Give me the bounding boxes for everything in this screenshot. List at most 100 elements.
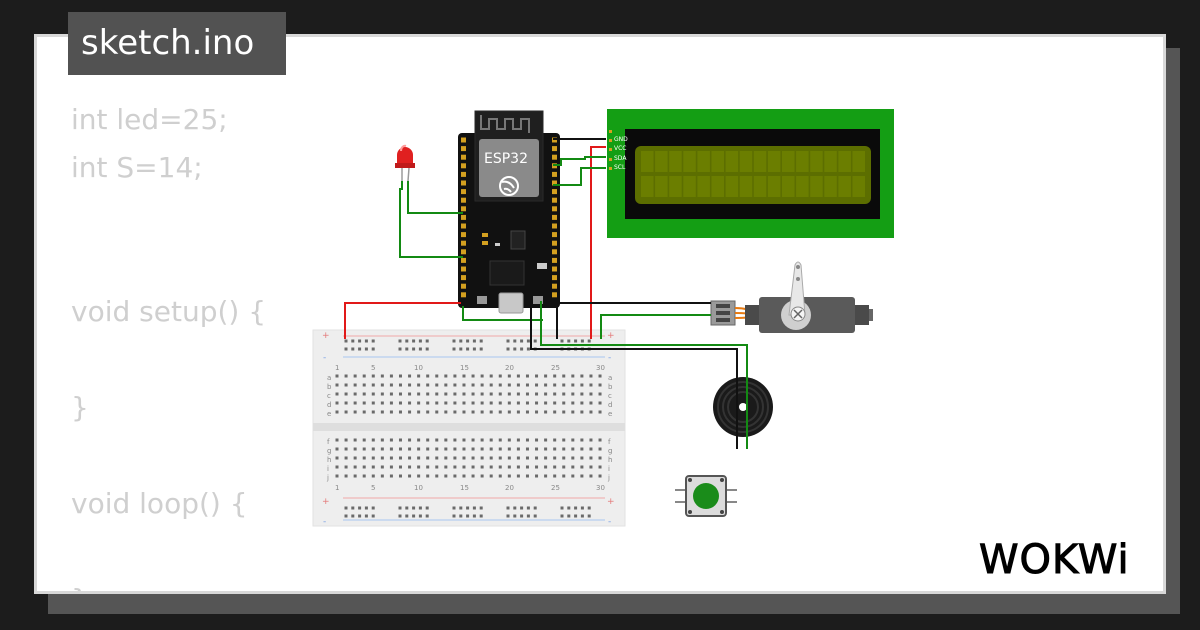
breadboard-hole [598,465,602,469]
lcd-display[interactable]: GND VCC SDA SCL [607,109,894,238]
rail-hole [418,347,422,351]
breadboard-hole [344,392,348,396]
breadboard-hole [498,401,502,405]
row-letter: d [608,401,612,409]
breadboard-hole [444,438,448,442]
breadboard-hole [571,438,575,442]
rail-hole [425,339,429,343]
breadboard-hole [516,383,520,387]
breadboard-hole [571,474,575,478]
rail-hole [587,506,591,510]
rail-hole [506,506,510,510]
breadboard-hole [535,474,539,478]
breadboard-hole [489,465,493,469]
rail-hole [574,339,578,343]
column-number: 20 [505,364,514,372]
breadboard-hole [480,438,484,442]
row-letter: e [327,410,331,418]
row-letter: b [327,383,332,391]
breadboard-row-letters: a b c d e a b c d e f g h i j f g h i j [326,374,613,482]
breadboard-hole [435,438,439,442]
header-pin [552,154,557,160]
breadboard-hole [580,474,584,478]
rail-hole [526,506,530,510]
breadboard-hole [489,474,493,478]
breadboard-hole [353,465,357,469]
row-letter: g [327,447,331,455]
esp32-board[interactable]: ESP32 [458,110,560,314]
breadboard-hole [516,456,520,460]
breadboard-hole [525,438,529,442]
breadboard-hole [535,447,539,451]
lcd-cell [782,151,795,172]
breadboard-hole [408,392,412,396]
breadboard-hole [516,447,520,451]
breadboard-hole [353,410,357,414]
breadboard-hole [498,474,502,478]
breadboard-hole [562,456,566,460]
header-pin [552,171,557,177]
breadboard-hole [480,456,484,460]
breadboard-hole [471,474,475,478]
rail-hole [560,514,564,518]
rail-hole [574,506,578,510]
breadboard-hole [362,465,366,469]
rail-hole [479,514,483,518]
breadboard-hole [589,410,593,414]
header-pin [552,232,557,238]
row-letter: i [327,465,329,473]
breadboard-hole [389,456,393,460]
breadboard-hole [598,474,602,478]
breadboard-column-numbers-bottom: 1 5 10 15 20 25 30 [335,484,605,492]
header-pin [552,249,557,255]
breadboard-hole [544,465,548,469]
breadboard-hole [435,374,439,378]
breadboard-hole [516,392,520,396]
rail-hole [472,339,476,343]
breadboard[interactable]: + - + - + - + - 1 5 10 15 20 25 30 1 5 1… [312,329,626,527]
header-pin [552,214,557,220]
breadboard-hole [398,392,402,396]
breadboard-hole [408,456,412,460]
breadboard-hole [417,401,421,405]
breadboard-hole [553,456,557,460]
push-button[interactable] [675,475,737,517]
rail-hole [506,339,510,343]
lcd-character-cells [641,151,865,197]
piezo-buzzer[interactable] [713,377,773,437]
breadboard-hole [480,465,484,469]
file-tab-label: sketch.ino [81,23,255,63]
breadboard-hole [535,383,539,387]
red-led[interactable] [395,144,415,182]
header-pin [461,189,466,195]
rail-hole [513,514,517,518]
rail-hole [472,514,476,518]
breadboard-hole [553,465,557,469]
rail-hole [358,339,362,343]
breadboard-hole [362,447,366,451]
breadboard-hole [507,456,511,460]
rail-hole [344,339,348,343]
lcd-cell [824,176,837,197]
breadboard-hole [498,447,502,451]
code-line: } [71,583,89,591]
file-tab[interactable]: sketch.ino [68,12,286,75]
rail-hole [358,347,362,351]
rail-hole [580,506,584,510]
servo-motor[interactable] [710,261,873,333]
breadboard-hole [408,401,412,405]
esp32-label: ESP32 [484,151,528,167]
breadboard-hole [553,438,557,442]
header-pin [552,180,557,186]
lcd-cell [641,176,654,197]
breadboard-hole [462,401,466,405]
breadboard-hole [435,383,439,387]
breadboard-hole [335,438,339,442]
breadboard-hole [371,465,375,469]
breadboard-hole [435,392,439,396]
lcd-pin [609,139,612,142]
breadboard-hole [516,474,520,478]
breadboard-hole [426,374,430,378]
breadboard-hole [389,465,393,469]
breadboard-hole [417,410,421,414]
